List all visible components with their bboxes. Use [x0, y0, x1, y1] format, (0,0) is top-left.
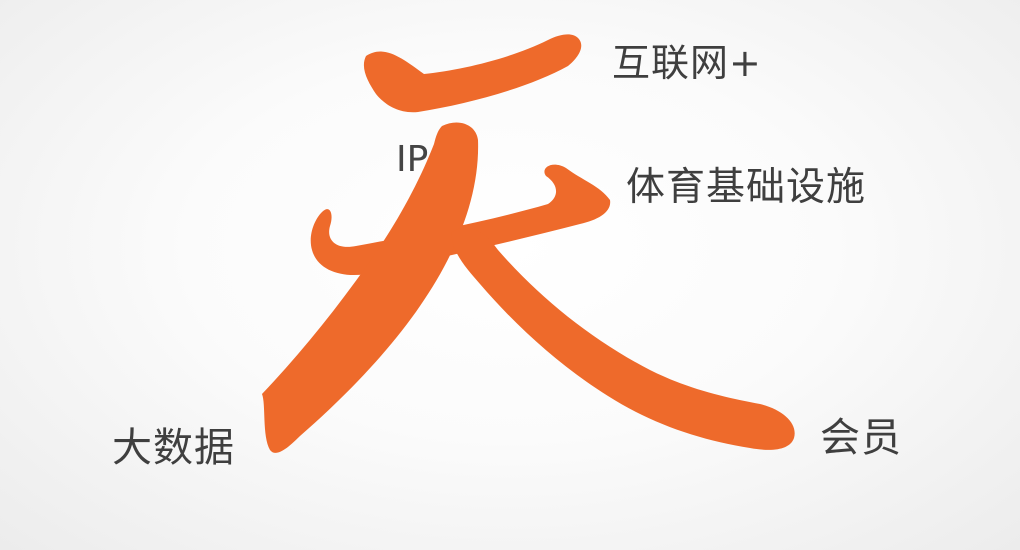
- keyword-membership: 会员: [820, 415, 902, 461]
- keyword-internet-plus: 互联网+: [612, 41, 762, 85]
- glyph-left-sweep: [262, 122, 479, 453]
- keyword-sports-infrastructure: 体育基础设施: [626, 165, 867, 210]
- keyword-ip: IP: [396, 139, 429, 180]
- glyph-right-sweep: [451, 227, 795, 450]
- glyph-top-stroke: [363, 34, 582, 113]
- keyword-big-data: 大数据: [112, 425, 235, 471]
